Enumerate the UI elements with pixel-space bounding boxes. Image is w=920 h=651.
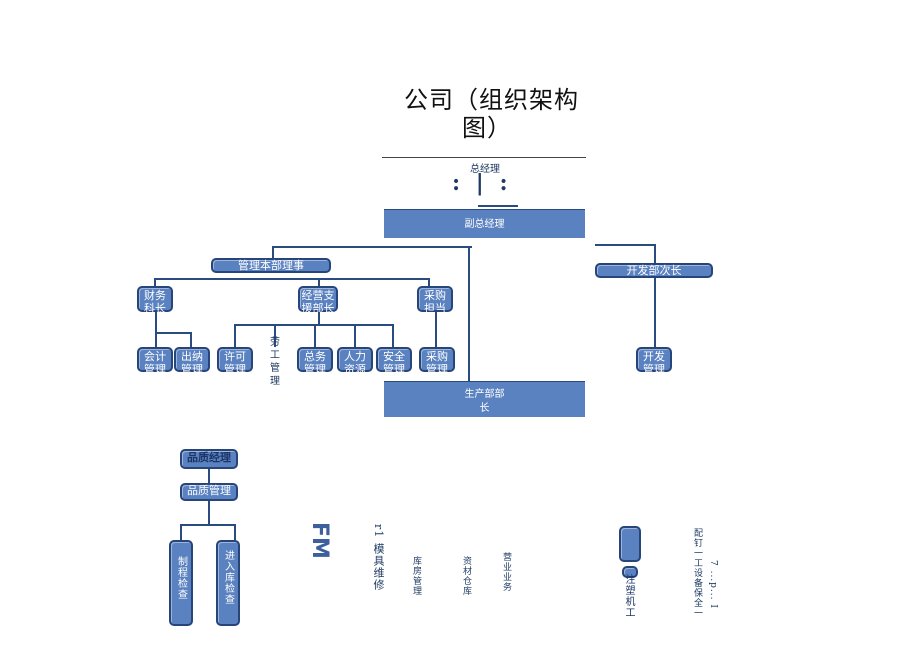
- connector: [208, 469, 210, 483]
- business-label: 营业业务: [501, 552, 511, 592]
- stores-label: 库房管理: [411, 556, 421, 596]
- gm-top-line: [382, 157, 586, 158]
- connector: [234, 324, 236, 347]
- connector: [318, 312, 320, 324]
- connector: [274, 324, 276, 347]
- connector: [318, 278, 320, 286]
- quality-mgmt-box[interactable]: 品质管理: [180, 483, 238, 501]
- production-label-2: 长: [479, 403, 490, 414]
- connector: [154, 278, 156, 286]
- accounting-box[interactable]: 会计管理: [137, 347, 173, 376]
- connector: [392, 324, 394, 347]
- vice-gm-box[interactable]: 副总经理: [384, 209, 585, 238]
- connector: [354, 324, 356, 347]
- production-box[interactable]: 生产部部 长: [384, 381, 585, 417]
- machine-label: 注塑机工: [623, 574, 634, 618]
- in-process-label: 制程检查: [175, 556, 187, 600]
- connector: [154, 278, 430, 280]
- production-label-1: 生产部部: [464, 389, 505, 400]
- machine-sub-box[interactable]: [622, 566, 638, 578]
- dev-mgmt-box[interactable]: 开发管理: [636, 347, 672, 376]
- connector: [234, 524, 236, 540]
- connector: [468, 246, 470, 381]
- connector: [654, 244, 656, 264]
- license-box[interactable]: 许可管理: [217, 347, 253, 376]
- connector: [155, 312, 157, 347]
- connector: [428, 278, 430, 286]
- chart-title-line1: 公司（组织架构: [404, 86, 579, 114]
- connector: [654, 278, 656, 347]
- connector: [190, 332, 192, 347]
- connector: [272, 246, 472, 248]
- materials-label: 资材仓库: [461, 556, 471, 596]
- connector: [180, 524, 182, 540]
- gm-marks: : | :: [452, 170, 512, 196]
- equipment-label: 配钉一工设备保全一: [692, 528, 702, 618]
- connector: [272, 246, 274, 258]
- connector: [595, 244, 655, 246]
- machine-box[interactable]: [619, 526, 641, 562]
- safety-box[interactable]: 安全管理: [376, 347, 412, 376]
- hr-box[interactable]: 人力资源: [337, 347, 373, 376]
- purchase-mgmt-box[interactable]: 采购管理: [419, 347, 455, 376]
- connector: [435, 312, 437, 347]
- connector: [208, 501, 210, 525]
- connector: [180, 524, 236, 526]
- incoming-box[interactable]: 进入库检查: [216, 540, 240, 626]
- mold-label: r1 模具维修: [372, 524, 385, 591]
- last-label: 7 ...p... I: [708, 560, 718, 609]
- connector: [314, 324, 316, 347]
- quality-box[interactable]: 品质经理: [180, 449, 238, 469]
- gm-label: 总经理: [470, 164, 500, 175]
- gm-base-line: [478, 205, 518, 207]
- general-box[interactable]: 总务管理: [297, 347, 333, 376]
- in-process-box[interactable]: 制程检查: [169, 540, 193, 626]
- admin-head-box[interactable]: 管理本部理事: [211, 258, 331, 273]
- dev-head-box[interactable]: 开发部次长: [595, 263, 713, 278]
- labor-label: 劳工管理: [270, 337, 280, 387]
- connector: [155, 332, 191, 334]
- support-box[interactable]: 经营支援部长: [298, 286, 338, 315]
- cashier-box[interactable]: 出纳管理: [174, 347, 210, 376]
- fm-label: FM: [307, 522, 332, 559]
- chart-title-line2: 图）: [462, 114, 512, 142]
- purchase-box[interactable]: 采购担当: [417, 286, 453, 315]
- finance-box[interactable]: 财务科长: [137, 286, 173, 315]
- incoming-label: 进入库检查: [222, 550, 234, 605]
